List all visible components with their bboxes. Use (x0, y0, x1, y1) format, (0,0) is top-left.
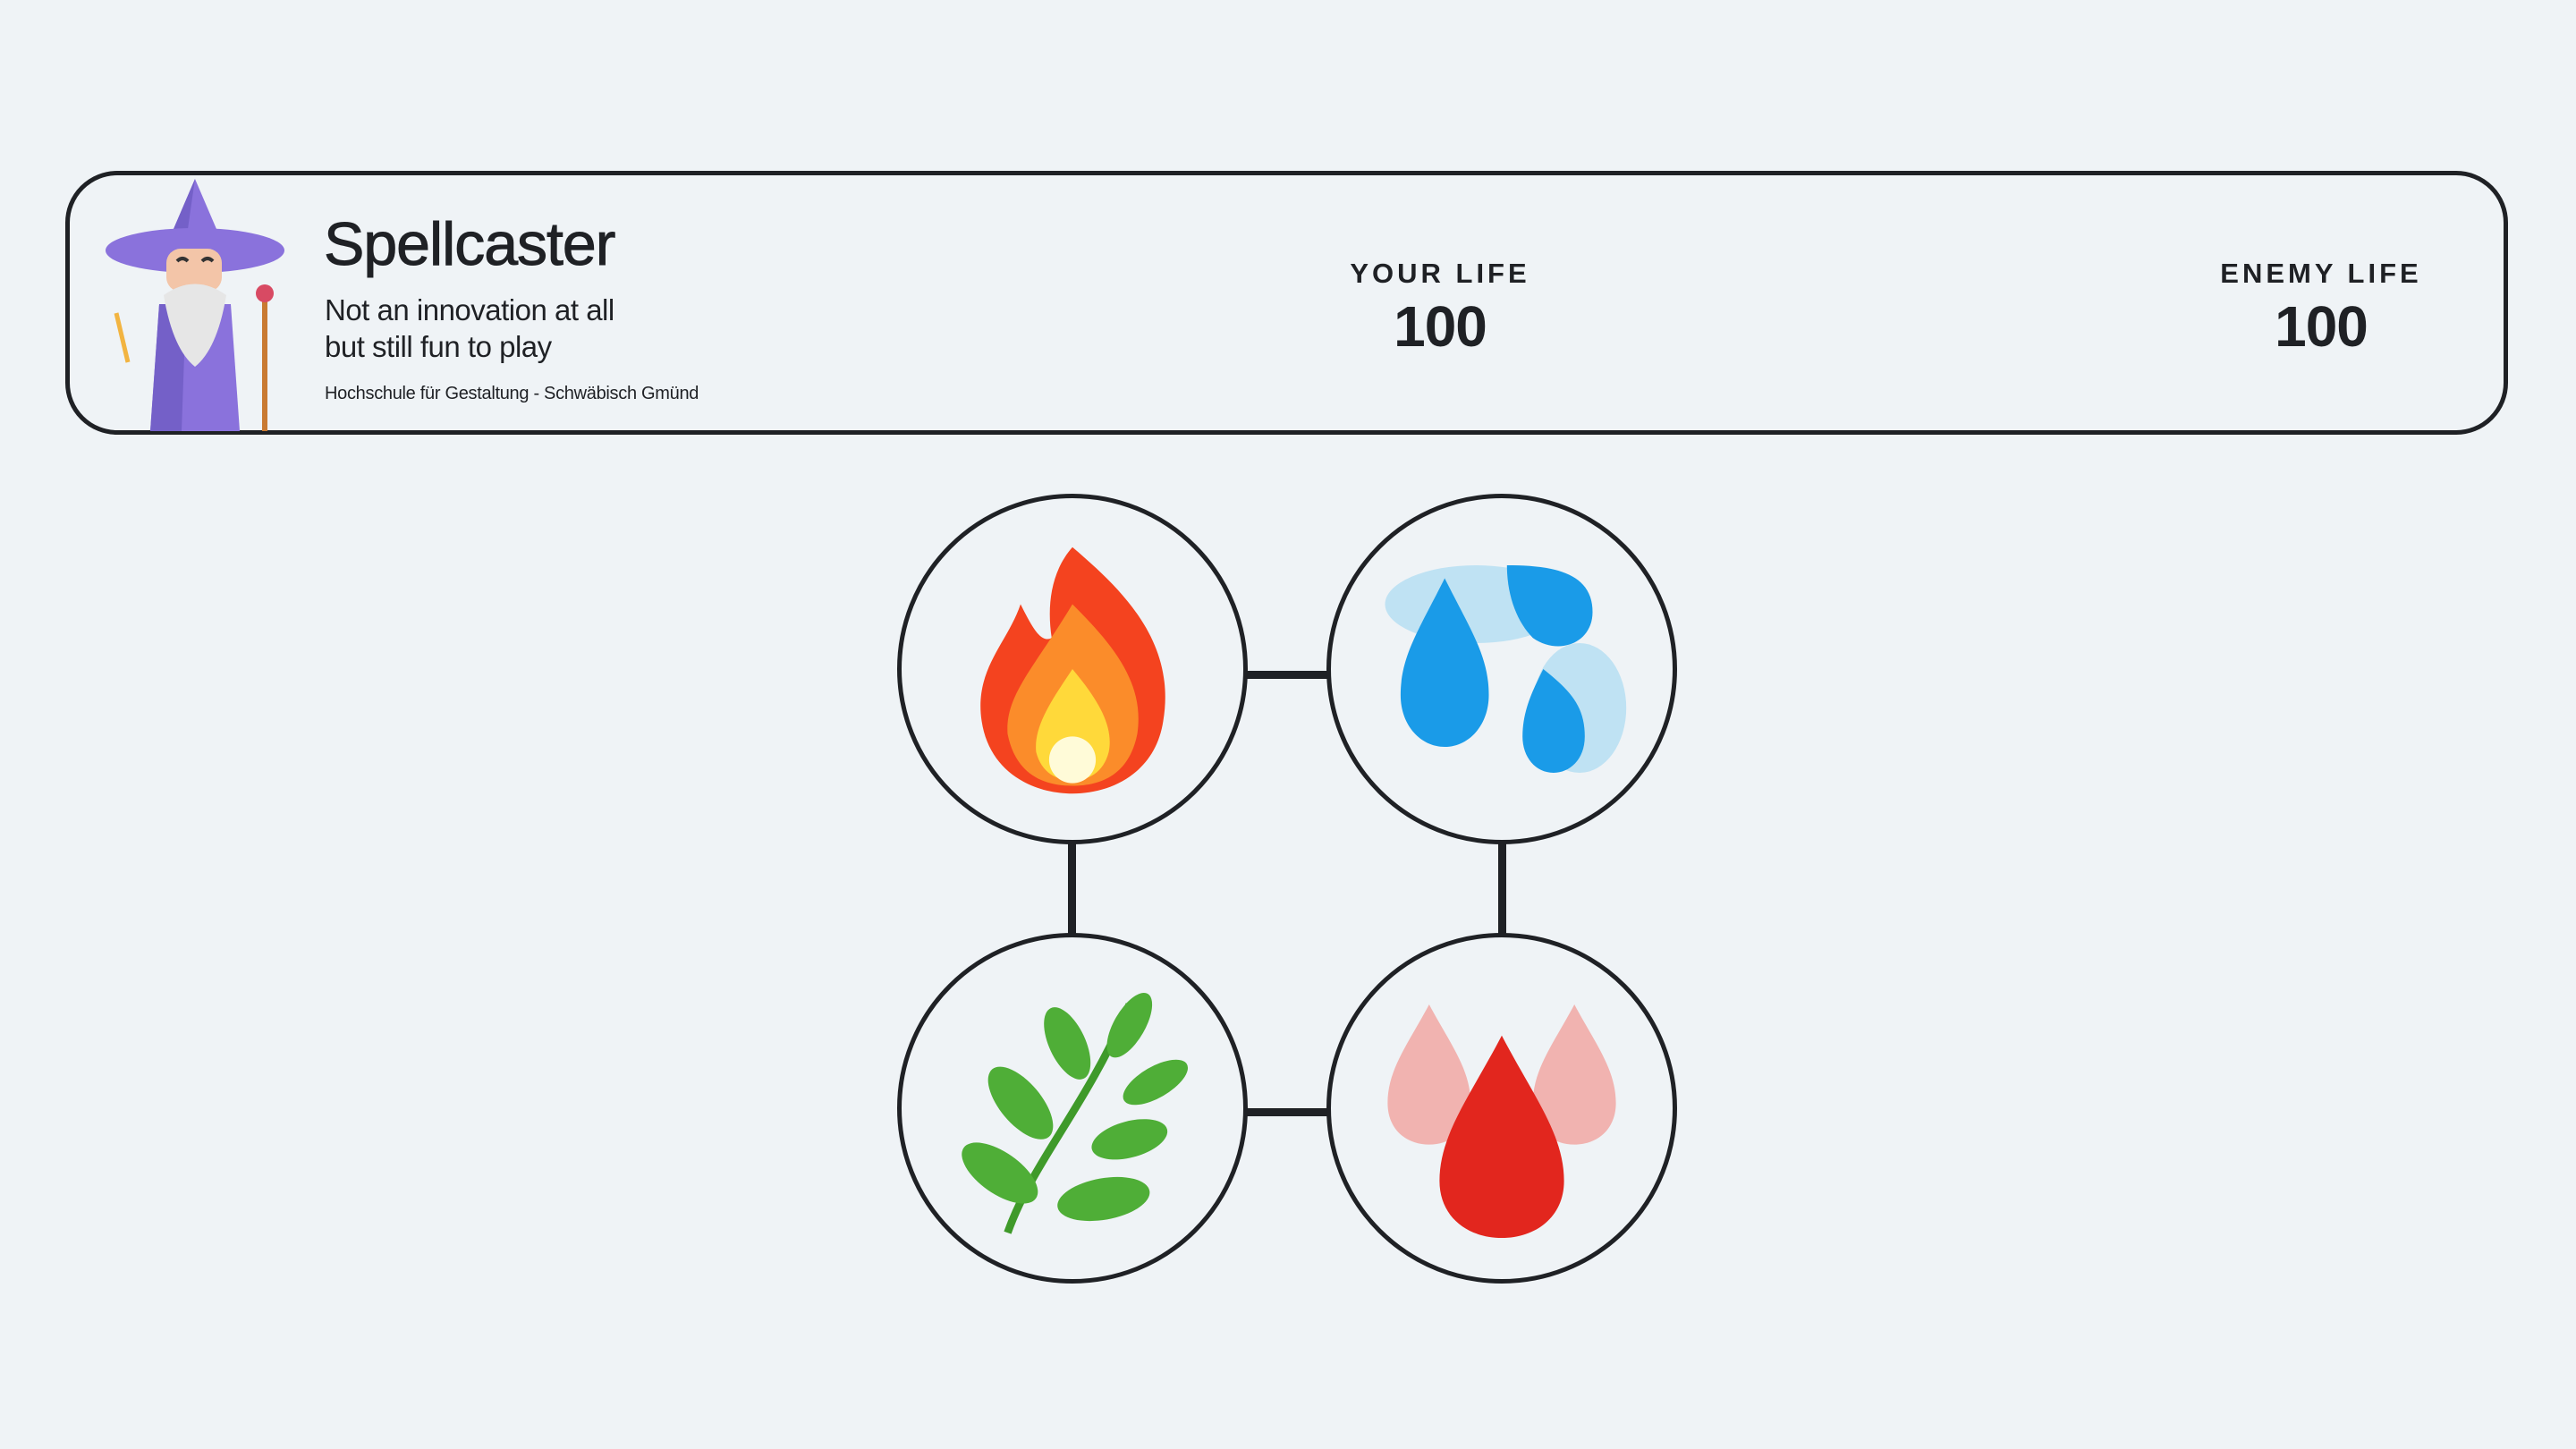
app-title: Spellcaster (323, 210, 615, 279)
element-fire-button[interactable] (897, 494, 1248, 844)
your-life-label: YOUR LIFE (1350, 258, 1530, 289)
herb-icon (962, 992, 1189, 1234)
blood-drop-icon (1387, 1004, 1616, 1238)
connector-fire-water (1243, 671, 1333, 679)
subtitle-line: Not an innovation at all (325, 293, 614, 326)
your-life-value: 100 (1394, 294, 1487, 359)
fire-icon (980, 547, 1165, 794)
subtitle-line: but still fun to play (325, 330, 552, 363)
connector-water-blood (1498, 841, 1506, 939)
enemy-life-label: ENEMY LIFE (2220, 258, 2422, 289)
enemy-life-stat: ENEMY LIFE 100 (2160, 258, 2482, 360)
element-water-button[interactable] (1326, 494, 1677, 844)
element-plant-button[interactable] (897, 933, 1248, 1284)
institution-label: Hochschule für Gestaltung - Schwäbisch G… (325, 384, 699, 403)
wizard-icon (106, 179, 284, 431)
water-drops-icon (1385, 565, 1627, 773)
subtitle: Not an innovation at all but still fun t… (325, 292, 614, 365)
your-life-stat: YOUR LIFE 100 (1279, 258, 1601, 360)
enemy-life-value: 100 (2275, 294, 2368, 359)
game-header: Spellcaster Not an innovation at all but… (65, 171, 2508, 435)
connector-fire-plant (1068, 841, 1076, 939)
connector-plant-blood (1243, 1108, 1333, 1116)
element-blood-button[interactable] (1326, 933, 1677, 1284)
